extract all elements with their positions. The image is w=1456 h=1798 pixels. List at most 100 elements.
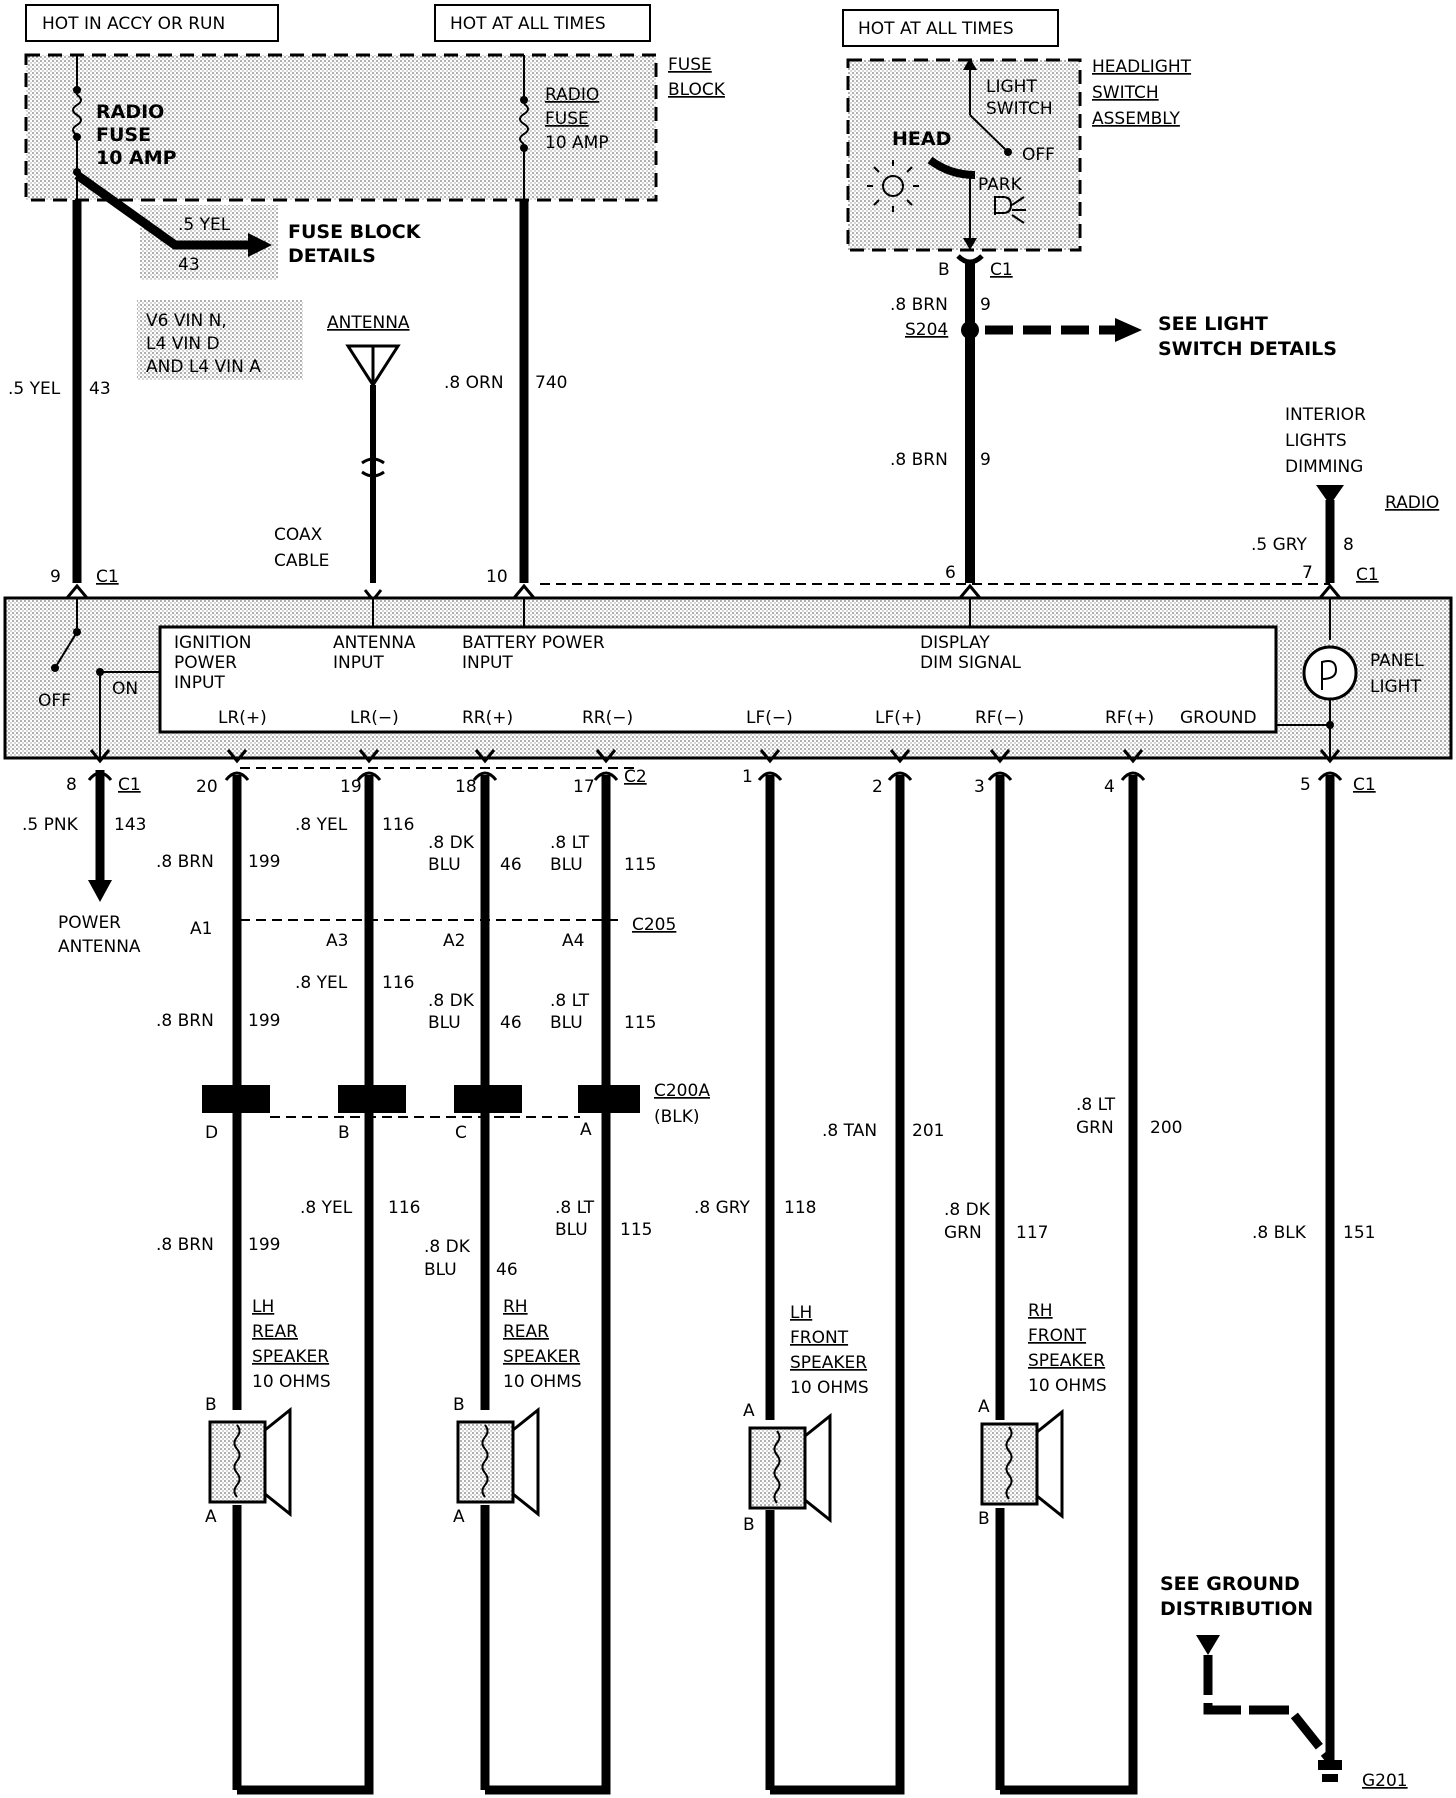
- lh-rear-label-1: LH: [252, 1297, 274, 1317]
- switch-off-label: OFF: [1022, 145, 1055, 165]
- vin-note: V6 VIN N, L4 VIN D AND L4 VIN A: [137, 300, 303, 380]
- connector-terminal-6: [887, 749, 913, 781]
- input-ignition: IGNITION: [174, 633, 251, 653]
- wire-label-brn-199-b: .8 BRN: [156, 1011, 214, 1031]
- switch-pin-b: B: [938, 260, 950, 280]
- wire-num-8: 8: [1343, 535, 1354, 555]
- fuse-block-label-2: BLOCK: [668, 80, 726, 100]
- radio-fuse-2-label-b: FUSE: [545, 109, 589, 129]
- lh-rear-label-2: REAR: [252, 1322, 298, 1342]
- wire-num-43-a: 43: [178, 255, 200, 275]
- c200a-pin-a: A: [580, 1120, 592, 1140]
- connector-terminal-5: [757, 749, 783, 781]
- pin-8: 8: [66, 775, 77, 795]
- wire-label-gry-8: .5 GRY: [1251, 535, 1308, 555]
- wire-label-ltblu-115-b2: BLU: [550, 1013, 583, 1033]
- wire-num-151: 151: [1343, 1223, 1375, 1243]
- wire-label-brn-9-b: .8 BRN: [890, 450, 948, 470]
- rh-front-label-1: RH: [1028, 1301, 1053, 1321]
- input-ignition-2: POWER: [174, 653, 237, 673]
- pin-19: 19: [340, 777, 362, 797]
- connector-c200a: C200A (BLK) D B C A: [202, 1081, 710, 1143]
- lh-front-label-1: LH: [790, 1303, 812, 1323]
- radio-fuse-amp: 10 AMP: [96, 147, 177, 169]
- park-lamp-icon: [994, 196, 1026, 224]
- interior-dim-label-2: LIGHTS: [1285, 431, 1347, 451]
- wire-label-ltblu-115-c2: BLU: [555, 1220, 588, 1240]
- input-ignition-3: INPUT: [174, 673, 225, 693]
- lh-rear-pin-a: A: [205, 1507, 217, 1527]
- radio-c1-top-right: C1: [1356, 565, 1379, 585]
- wire-num-9-b: 9: [980, 450, 991, 470]
- c205-label: C205: [632, 915, 676, 935]
- output-lr-minus: LR(−): [350, 708, 399, 728]
- wire-num-199-a: 199: [248, 852, 280, 872]
- c205-a4: A4: [562, 931, 584, 951]
- rh-front-pin-a: A: [978, 1397, 990, 1417]
- pin-4: 4: [1104, 777, 1115, 797]
- fuse-block: FUSE BLOCK RADIO FUSE 10 AMP RADIO FUSE …: [24, 53, 726, 202]
- ground-g201-label: G201: [1362, 1771, 1408, 1791]
- wire-num-115-c: 115: [620, 1220, 652, 1240]
- radio-c1-bottom-left: C1: [118, 775, 141, 795]
- wire-label-orn-740: .8 ORN: [444, 373, 504, 393]
- hot-accy-run-box: HOT IN ACCY OR RUN: [25, 4, 279, 42]
- ground-symbol-icon: [1318, 1760, 1342, 1770]
- lh-front-label-4: 10 OHMS: [790, 1378, 869, 1398]
- speaker-lh-front: LH FRONT SPEAKER 10 OHMS A B: [743, 1303, 869, 1535]
- interior-dim-label-1: INTERIOR: [1285, 405, 1366, 425]
- wire-label-yel-116-b: .8 YEL: [295, 973, 348, 993]
- input-display-dim-2: DIM SIGNAL: [920, 653, 1021, 673]
- wire-num-9-a: 9: [980, 295, 991, 315]
- lh-front-pin-b: B: [743, 1515, 755, 1535]
- rear-speaker-wires: [232, 775, 611, 1620]
- radio-c2: C2: [624, 767, 647, 787]
- lh-front-pin-a: A: [743, 1401, 755, 1421]
- lh-rear-pin-b: B: [205, 1395, 217, 1415]
- radio-fuse-2-amp: 10 AMP: [545, 133, 609, 153]
- radio-switch-off: OFF: [38, 691, 71, 711]
- wire-num-117: 117: [1016, 1223, 1048, 1243]
- input-display-dim: DISPLAY: [920, 633, 990, 653]
- wire-label-ltblu-115-c: .8 LT: [555, 1198, 595, 1218]
- connector-terminal-7: [987, 749, 1013, 781]
- panel-light-bulb-icon: [1302, 645, 1358, 701]
- wire-label-dkblu-46-b2: BLU: [428, 1013, 461, 1033]
- wire-label-yel-43: .5 YEL: [8, 379, 61, 399]
- wire-num-115-a: 115: [624, 855, 656, 875]
- wire-label-ltblu-115-a: .8 LT: [550, 833, 590, 853]
- fuse-block-details-label-2: DETAILS: [288, 245, 376, 267]
- wire-label-dkblu-46-c: .8 DK: [424, 1237, 471, 1257]
- coax-label: COAX: [274, 525, 323, 545]
- pin-5: 5: [1300, 775, 1311, 795]
- wire-num-116-b: 116: [382, 973, 414, 993]
- wire-label-gry-118: .8 GRY: [694, 1198, 751, 1218]
- splice-s204-label: S204: [905, 320, 948, 340]
- wire-label-dkblu-46-b: .8 DK: [428, 991, 475, 1011]
- svg-text:HOT IN ACCY OR RUN: HOT IN ACCY OR RUN: [42, 14, 225, 34]
- speaker-rh-rear: RH REAR SPEAKER 10 OHMS B A: [453, 1297, 582, 1527]
- antenna-label: ANTENNA: [327, 313, 410, 333]
- wire-label-pnk-143: .5 PNK: [22, 815, 79, 835]
- output-rr-plus: RR(+): [462, 708, 513, 728]
- power-antenna-label: POWER: [58, 913, 121, 933]
- output-rf-minus: RF(−): [975, 708, 1024, 728]
- input-battery: BATTERY POWER: [462, 633, 605, 653]
- connector-terminal-8: [1120, 749, 1146, 781]
- input-antenna: ANTENNA: [333, 633, 416, 653]
- lh-front-label-3: SPEAKER: [790, 1353, 867, 1373]
- connector-terminal-2: [356, 749, 382, 781]
- wire-label-dkblu-46-a: .8 DK: [428, 833, 475, 853]
- c200a-label: C200A: [654, 1081, 710, 1101]
- pin-1: 1: [742, 767, 753, 787]
- fuse-block-details-ref: .5 YEL 43 FUSE BLOCK DETAILS: [74, 171, 422, 280]
- radio-label: RADIO: [1385, 493, 1439, 513]
- pin-20: 20: [196, 777, 218, 797]
- pin-7: 7: [1302, 563, 1313, 583]
- light-switch-label-1: LIGHT: [986, 77, 1037, 97]
- front-speaker-wires: [765, 775, 1138, 1620]
- radio-c1-top-left: C1: [96, 567, 119, 587]
- power-antenna-label-2: ANTENNA: [58, 937, 141, 957]
- lh-rear-label-4: 10 OHMS: [252, 1372, 331, 1392]
